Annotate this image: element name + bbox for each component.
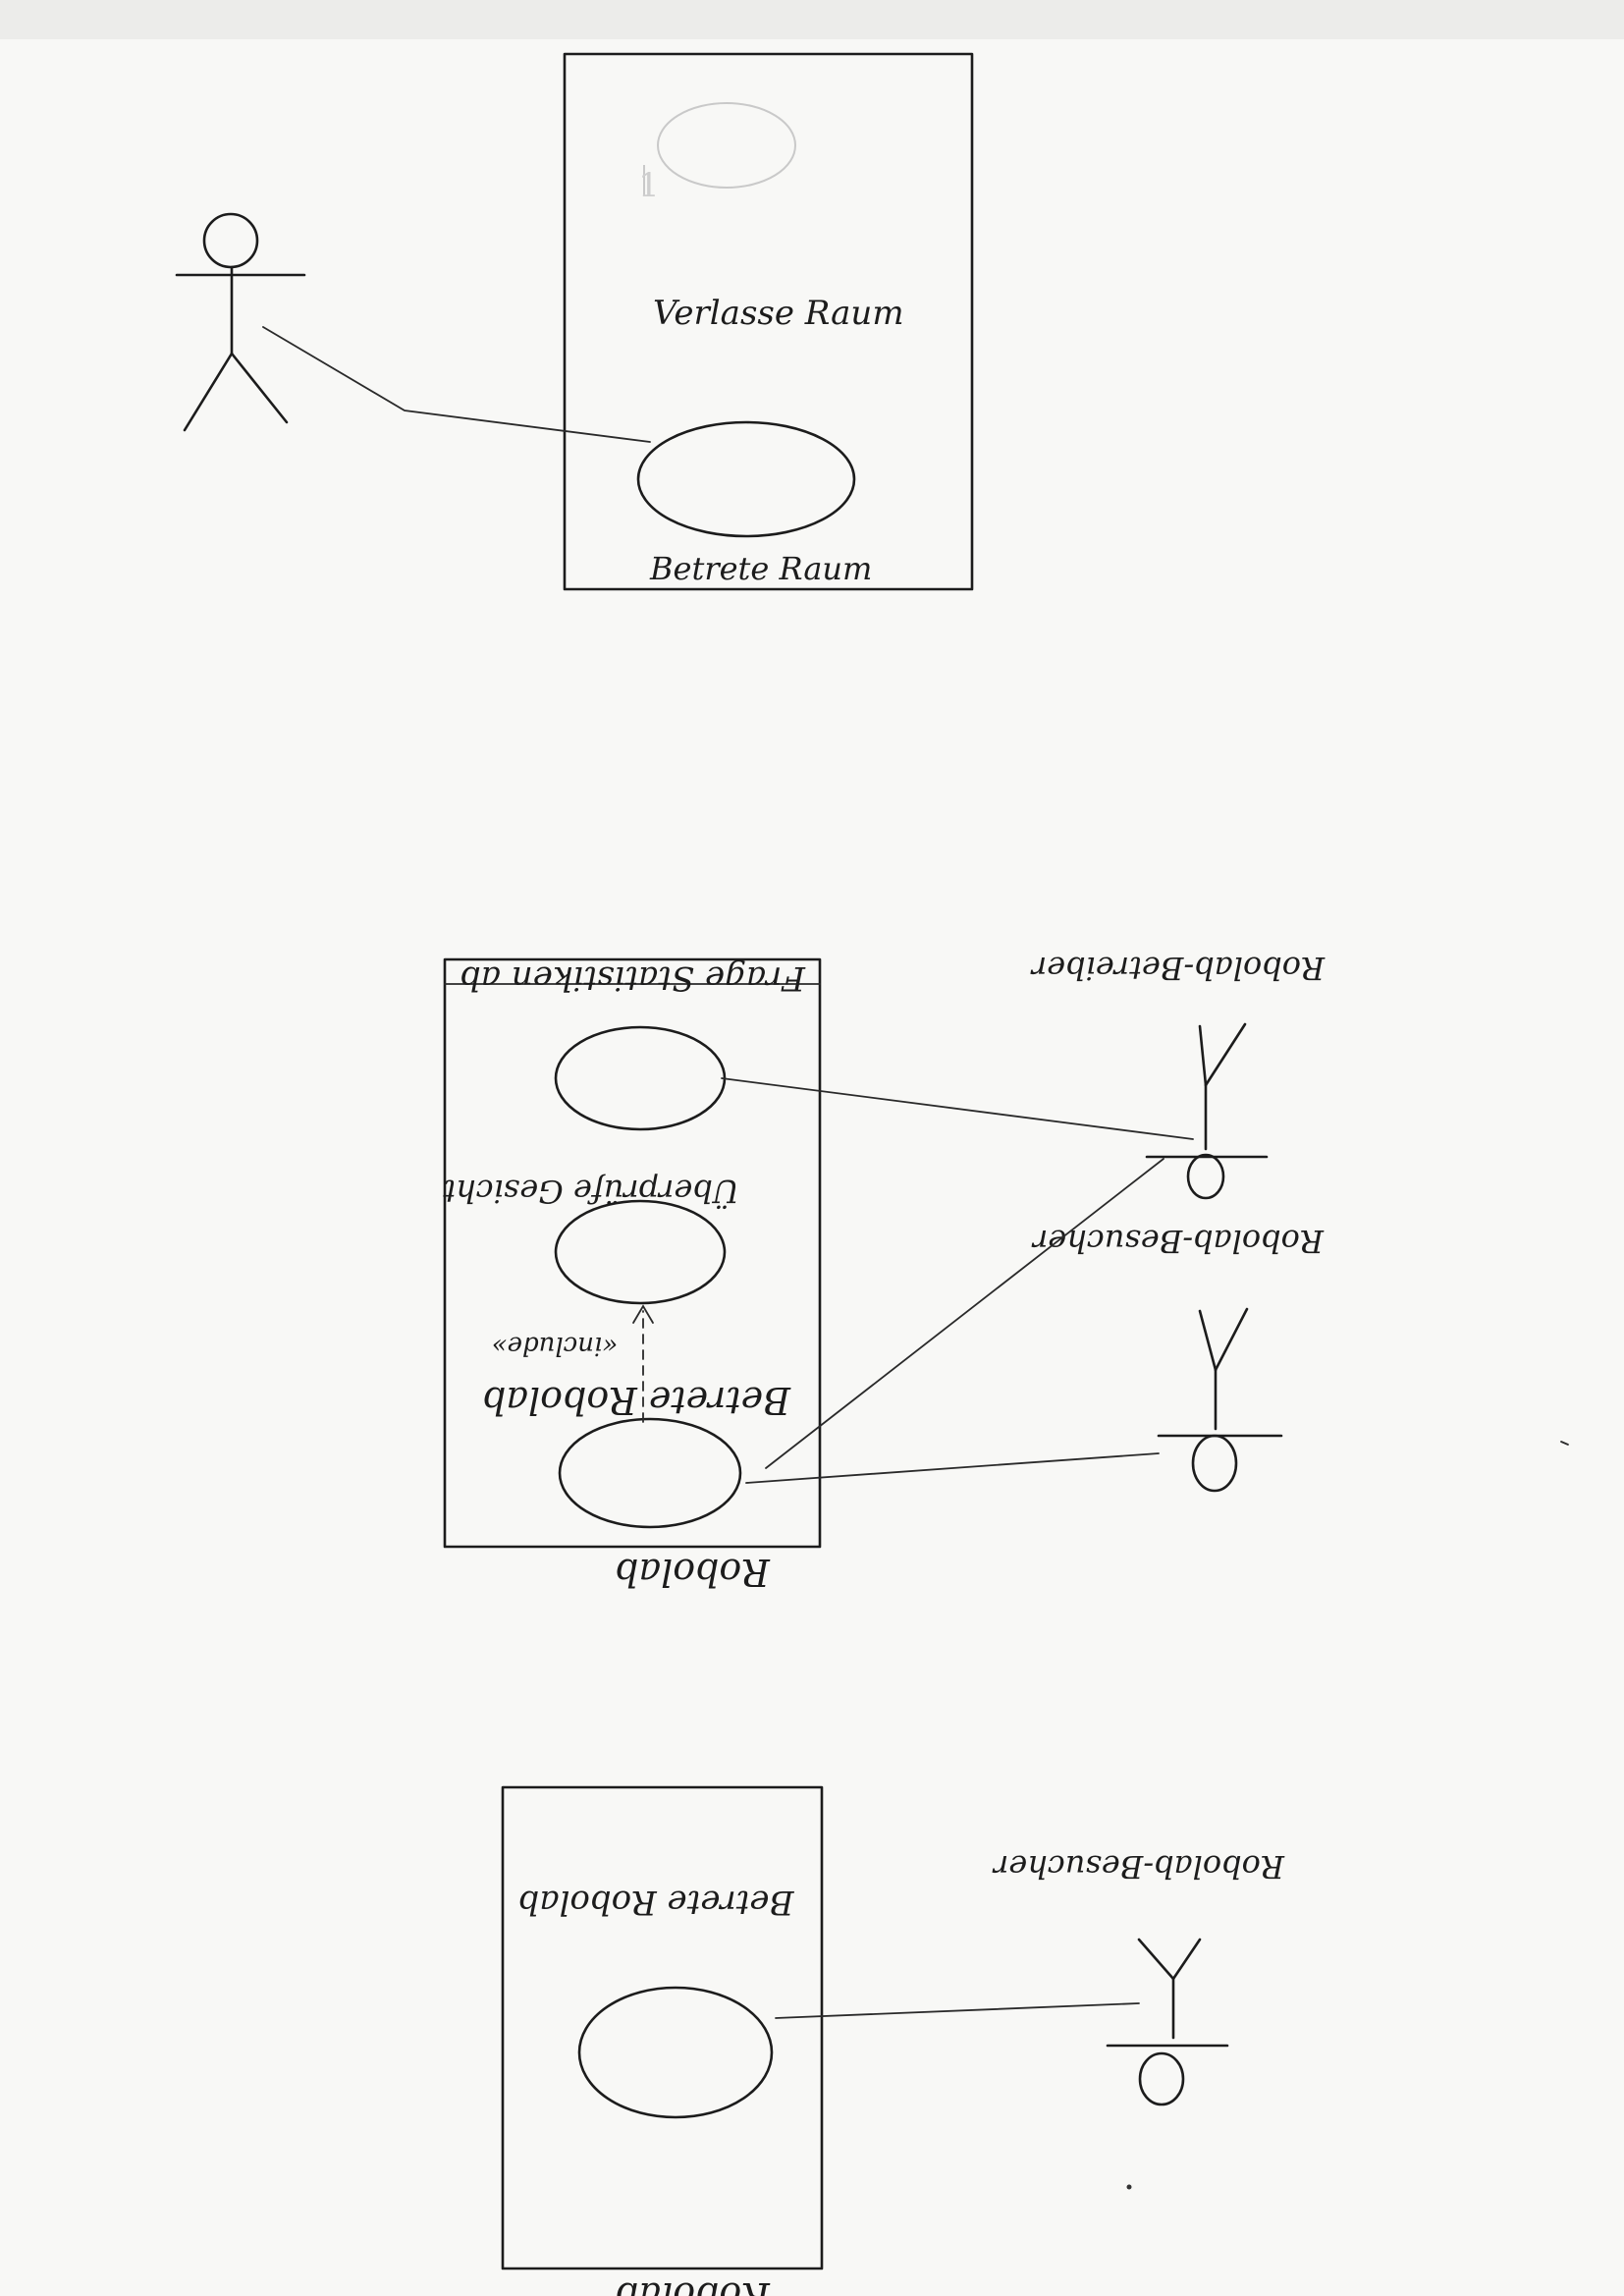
use-case-enter-robolab — [558, 1417, 742, 1529]
include-arrowhead — [632, 1304, 654, 1324]
paper-shadow — [0, 0, 1624, 39]
actor-stick-figure-1 — [175, 212, 306, 432]
system-boundary-1 — [563, 52, 974, 591]
association-operator-enter — [765, 1158, 1164, 1469]
include-label: «include» — [492, 1331, 619, 1360]
diagram-1: 1 Verlasse Raum Betrete Raum — [175, 52, 974, 591]
use-case-label-enter-robolab: Betrete Robolab — [482, 1379, 791, 1422]
actor-label-operator: Robolab-Betreiber — [1030, 950, 1326, 987]
system-boundary-3 — [501, 1785, 824, 2270]
use-case-enter-robolab-3 — [577, 1986, 774, 2119]
system-boundary-2 — [443, 957, 822, 1549]
diagram-2: Frage Statistiken ab Überprüfe Gesicht «… — [443, 950, 1326, 1594]
actor-label-visitor: Robolab-Besucher — [1031, 1223, 1325, 1260]
use-case-label-enter-robolab-3: Betrete Robolab — [518, 1883, 795, 1922]
system-name-3: Robolab — [615, 2274, 771, 2296]
use-case-label-statistics: Frage Statistiken ab — [460, 958, 806, 998]
use-case-label-check-face: Überprüfe Gesicht — [443, 1173, 739, 1210]
system-name-2: Robolab — [615, 1551, 771, 1594]
diagram-3: Betrete Robolab Robolab Robolab-Besucher — [501, 1785, 1285, 2296]
stray-mark — [1560, 1441, 1569, 1446]
use-case-betrete-raum — [636, 420, 856, 538]
use-case-label-betrete-raum: Betrete Raum — [649, 550, 872, 587]
use-case-label-verlasse-raum: Verlasse Raum — [653, 294, 904, 333]
actor-visitor-3 — [1106, 1938, 1229, 2106]
stereotype-mark: 1 — [638, 166, 660, 205]
actor-visitor — [1157, 1307, 1283, 1493]
association-visitor-enter-3 — [775, 2002, 1140, 2019]
actor-operator — [1145, 1022, 1269, 1200]
pencil-dot — [1126, 2184, 1132, 2190]
erased-use-case — [657, 102, 796, 189]
association-operator-statistics — [721, 1077, 1194, 1140]
association-visitor-enter — [745, 1452, 1160, 1484]
use-case-statistics — [554, 1025, 727, 1131]
association-line-1 — [262, 326, 651, 443]
use-case-check-face — [554, 1199, 727, 1305]
actor-label-visitor-3: Robolab-Besucher — [992, 1848, 1285, 1886]
